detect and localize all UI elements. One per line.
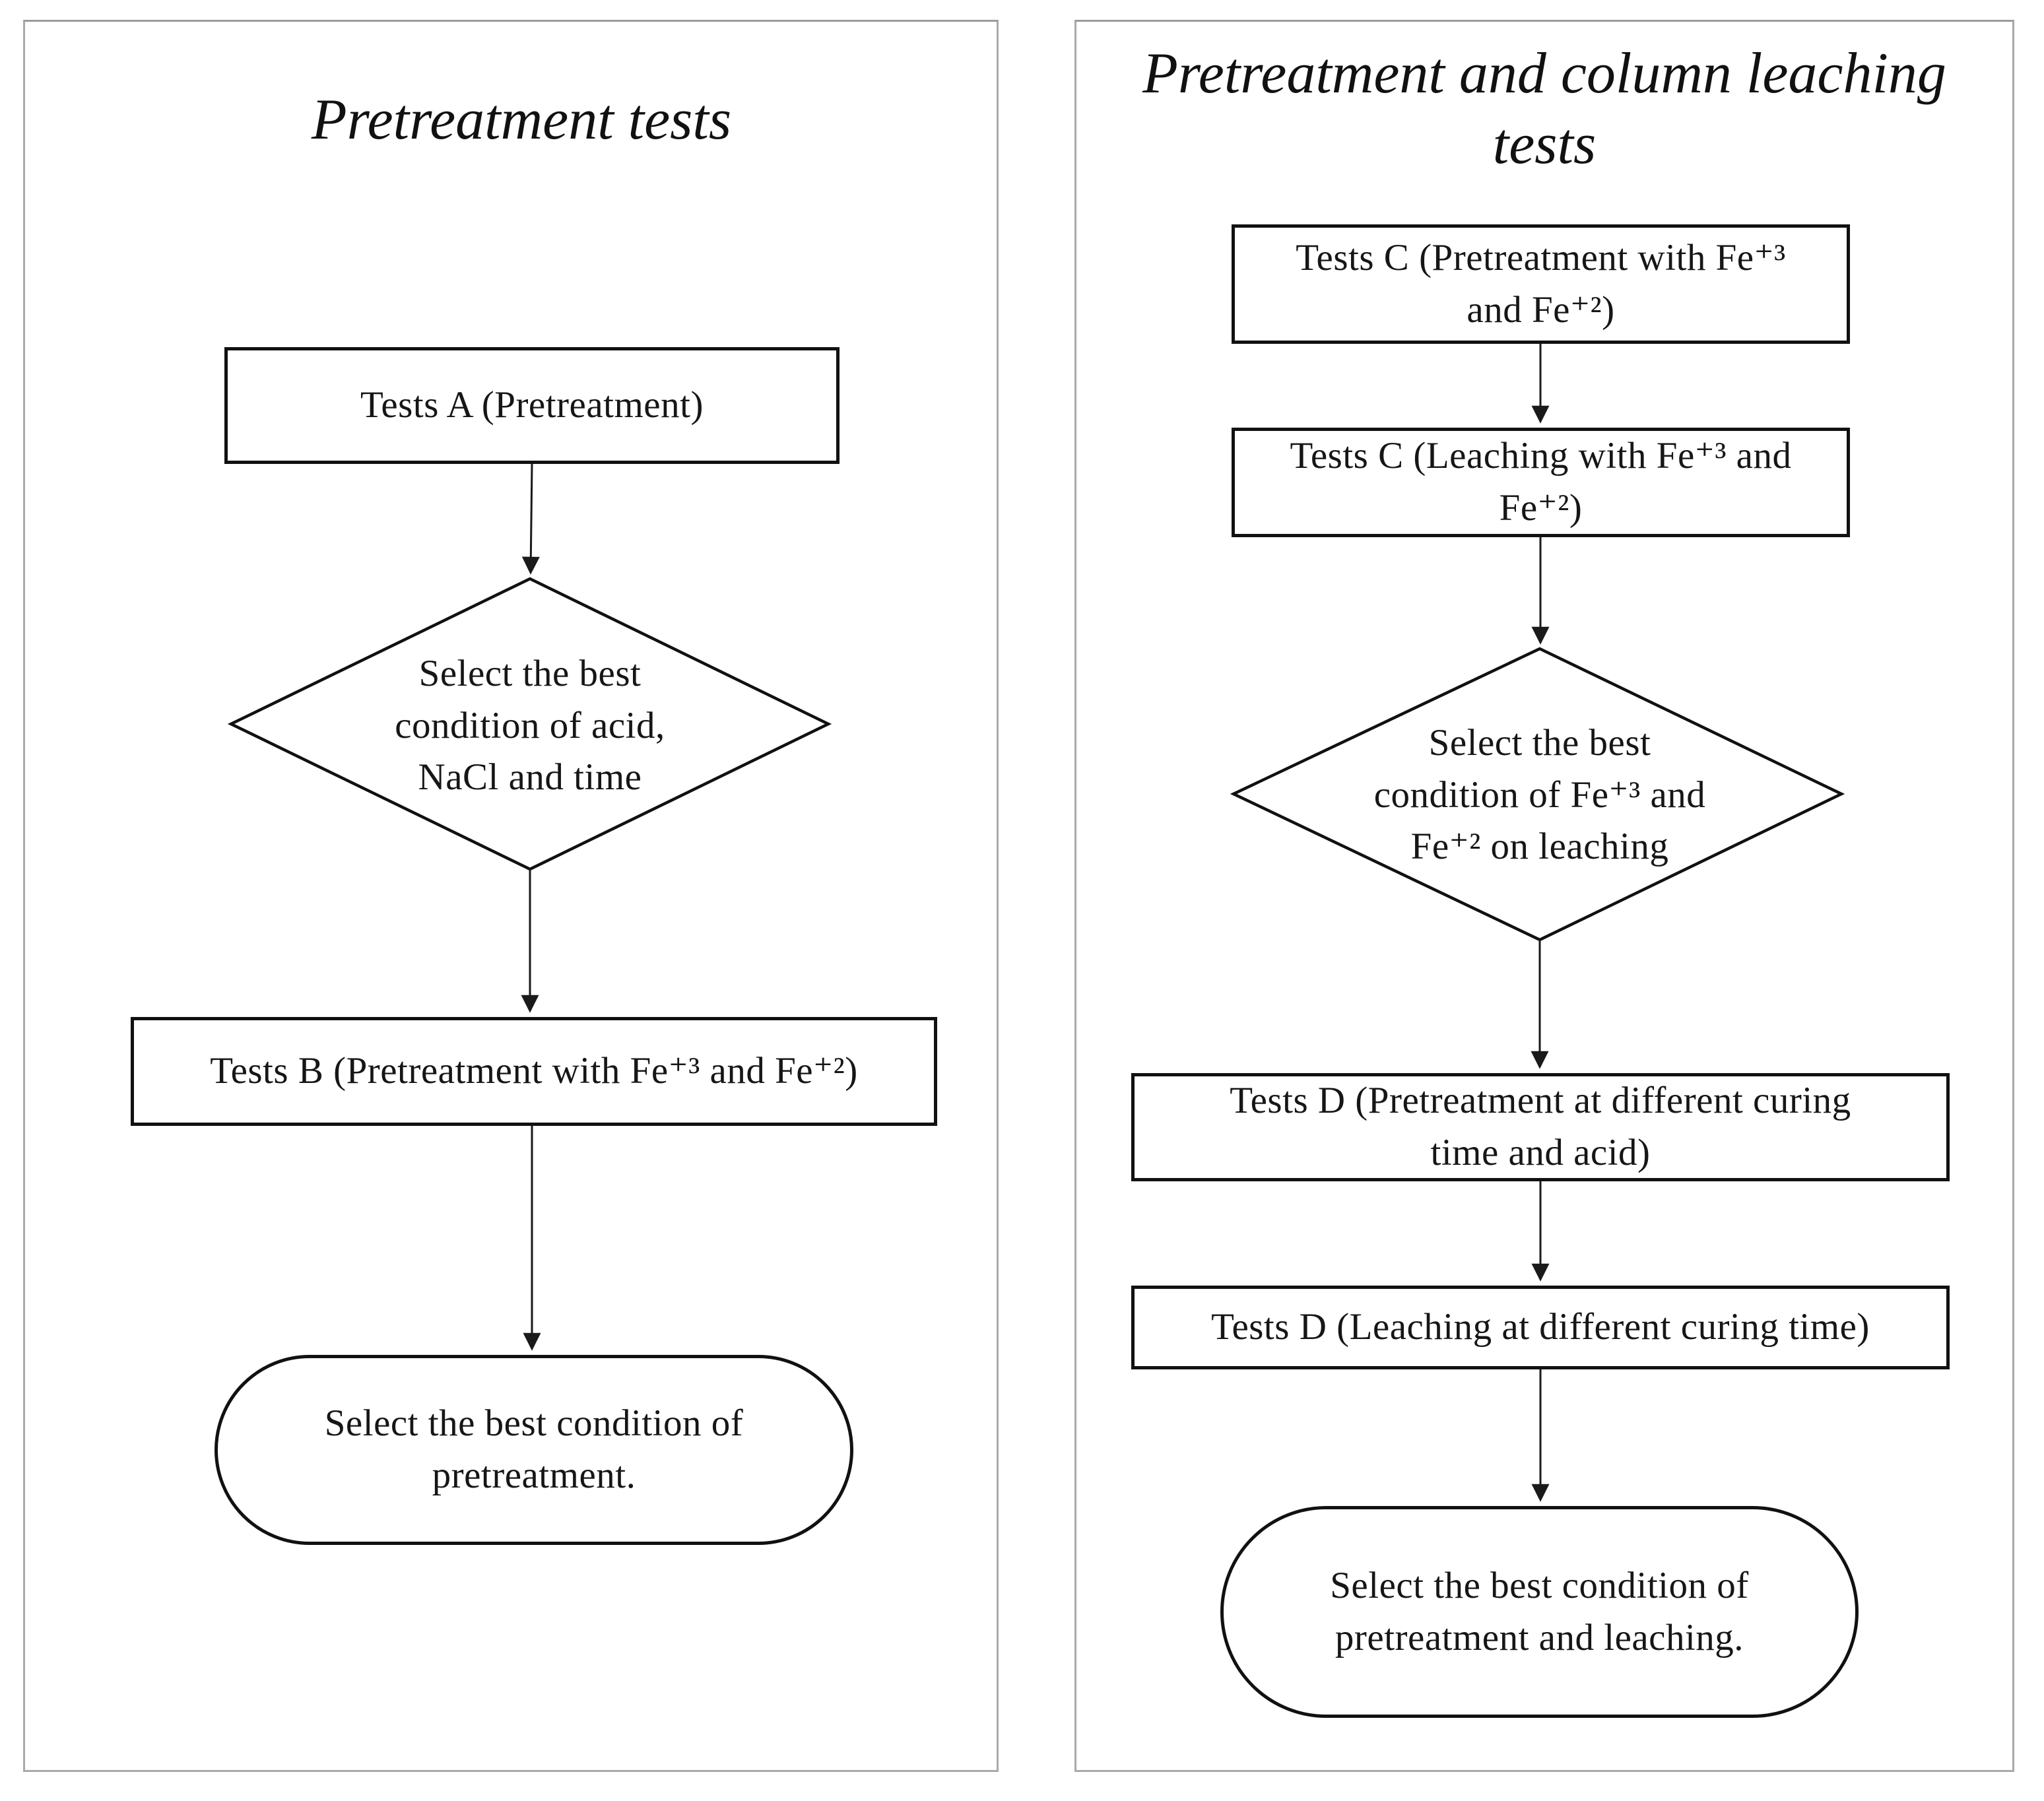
left-terminal-line: Select the best condition of [324,1402,744,1445]
left-terminal-box: Select the best condition of pretreatmen… [214,1355,853,1545]
tests-b-box: Tests B (Pretreatment with Fe⁺³ and Fe⁺²… [131,1017,937,1126]
right-title-line: Pretreatment and column leaching [1142,42,1946,106]
tests-d-pretreatment-line: time and acid) [1430,1132,1651,1173]
tests-c-leaching-line: Tests C (Leaching with Fe⁺³ and [1290,435,1792,477]
tests-d-leaching-label: Tests D (Leaching at different curing ti… [1211,1306,1870,1348]
tests-c-pretreatment-line: Tests C (Pretreatment with Fe⁺³ [1296,236,1786,278]
right-terminal-line: Select the best condition of [1330,1564,1749,1606]
right-terminal-box: Select the best condition of pretreatmen… [1220,1506,1859,1718]
left-decision-line: condition of acid, [395,704,665,746]
tests-d-pretreatment-line: Tests D (Pretreatment at different curin… [1230,1080,1851,1122]
tests-c-leaching-line: Fe⁺²) [1499,487,1583,529]
left-title-text: Pretreatment tests [311,88,732,152]
tests-c-leaching-box: Tests C (Leaching with Fe⁺³ and Fe⁺²) [1232,428,1850,537]
right-terminal-line: pretreatment and leaching. [1335,1616,1744,1658]
right-decision-line: condition of Fe⁺³ and [1373,773,1706,816]
left-panel-title: Pretreatment tests [99,84,944,155]
tests-c-pretreatment-box: Tests C (Pretreatment with Fe⁺³ and Fe⁺²… [1232,224,1850,344]
right-panel-title: Pretreatment and column leaching tests [1096,38,1993,180]
left-decision-line: Select the best [418,653,642,695]
tests-b-label: Tests B (Pretreatment with Fe⁺³ and Fe⁺²… [210,1050,858,1092]
left-decision-line: NaCl and time [418,756,642,799]
left-terminal-line: pretreatment. [432,1455,636,1496]
left-decision-text: Select the best condition of acid, NaCl … [325,620,735,832]
right-decision-text: Select the best condition of Fe⁺³ and Fe… [1315,683,1764,907]
tests-a-box: Tests A (Pretreatment) [224,347,840,464]
tests-d-leaching-box: Tests D (Leaching at different curing ti… [1131,1286,1950,1369]
tests-c-pretreatment-line: and Fe⁺²) [1467,288,1615,331]
right-decision-line: Select the best [1428,722,1651,764]
right-title-line: tests [1492,112,1597,177]
tests-d-pretreatment-box: Tests D (Pretreatment at different curin… [1131,1073,1950,1181]
right-decision-line: Fe⁺² on leaching [1410,826,1669,868]
tests-a-label: Tests A (Pretreatment) [360,384,704,426]
